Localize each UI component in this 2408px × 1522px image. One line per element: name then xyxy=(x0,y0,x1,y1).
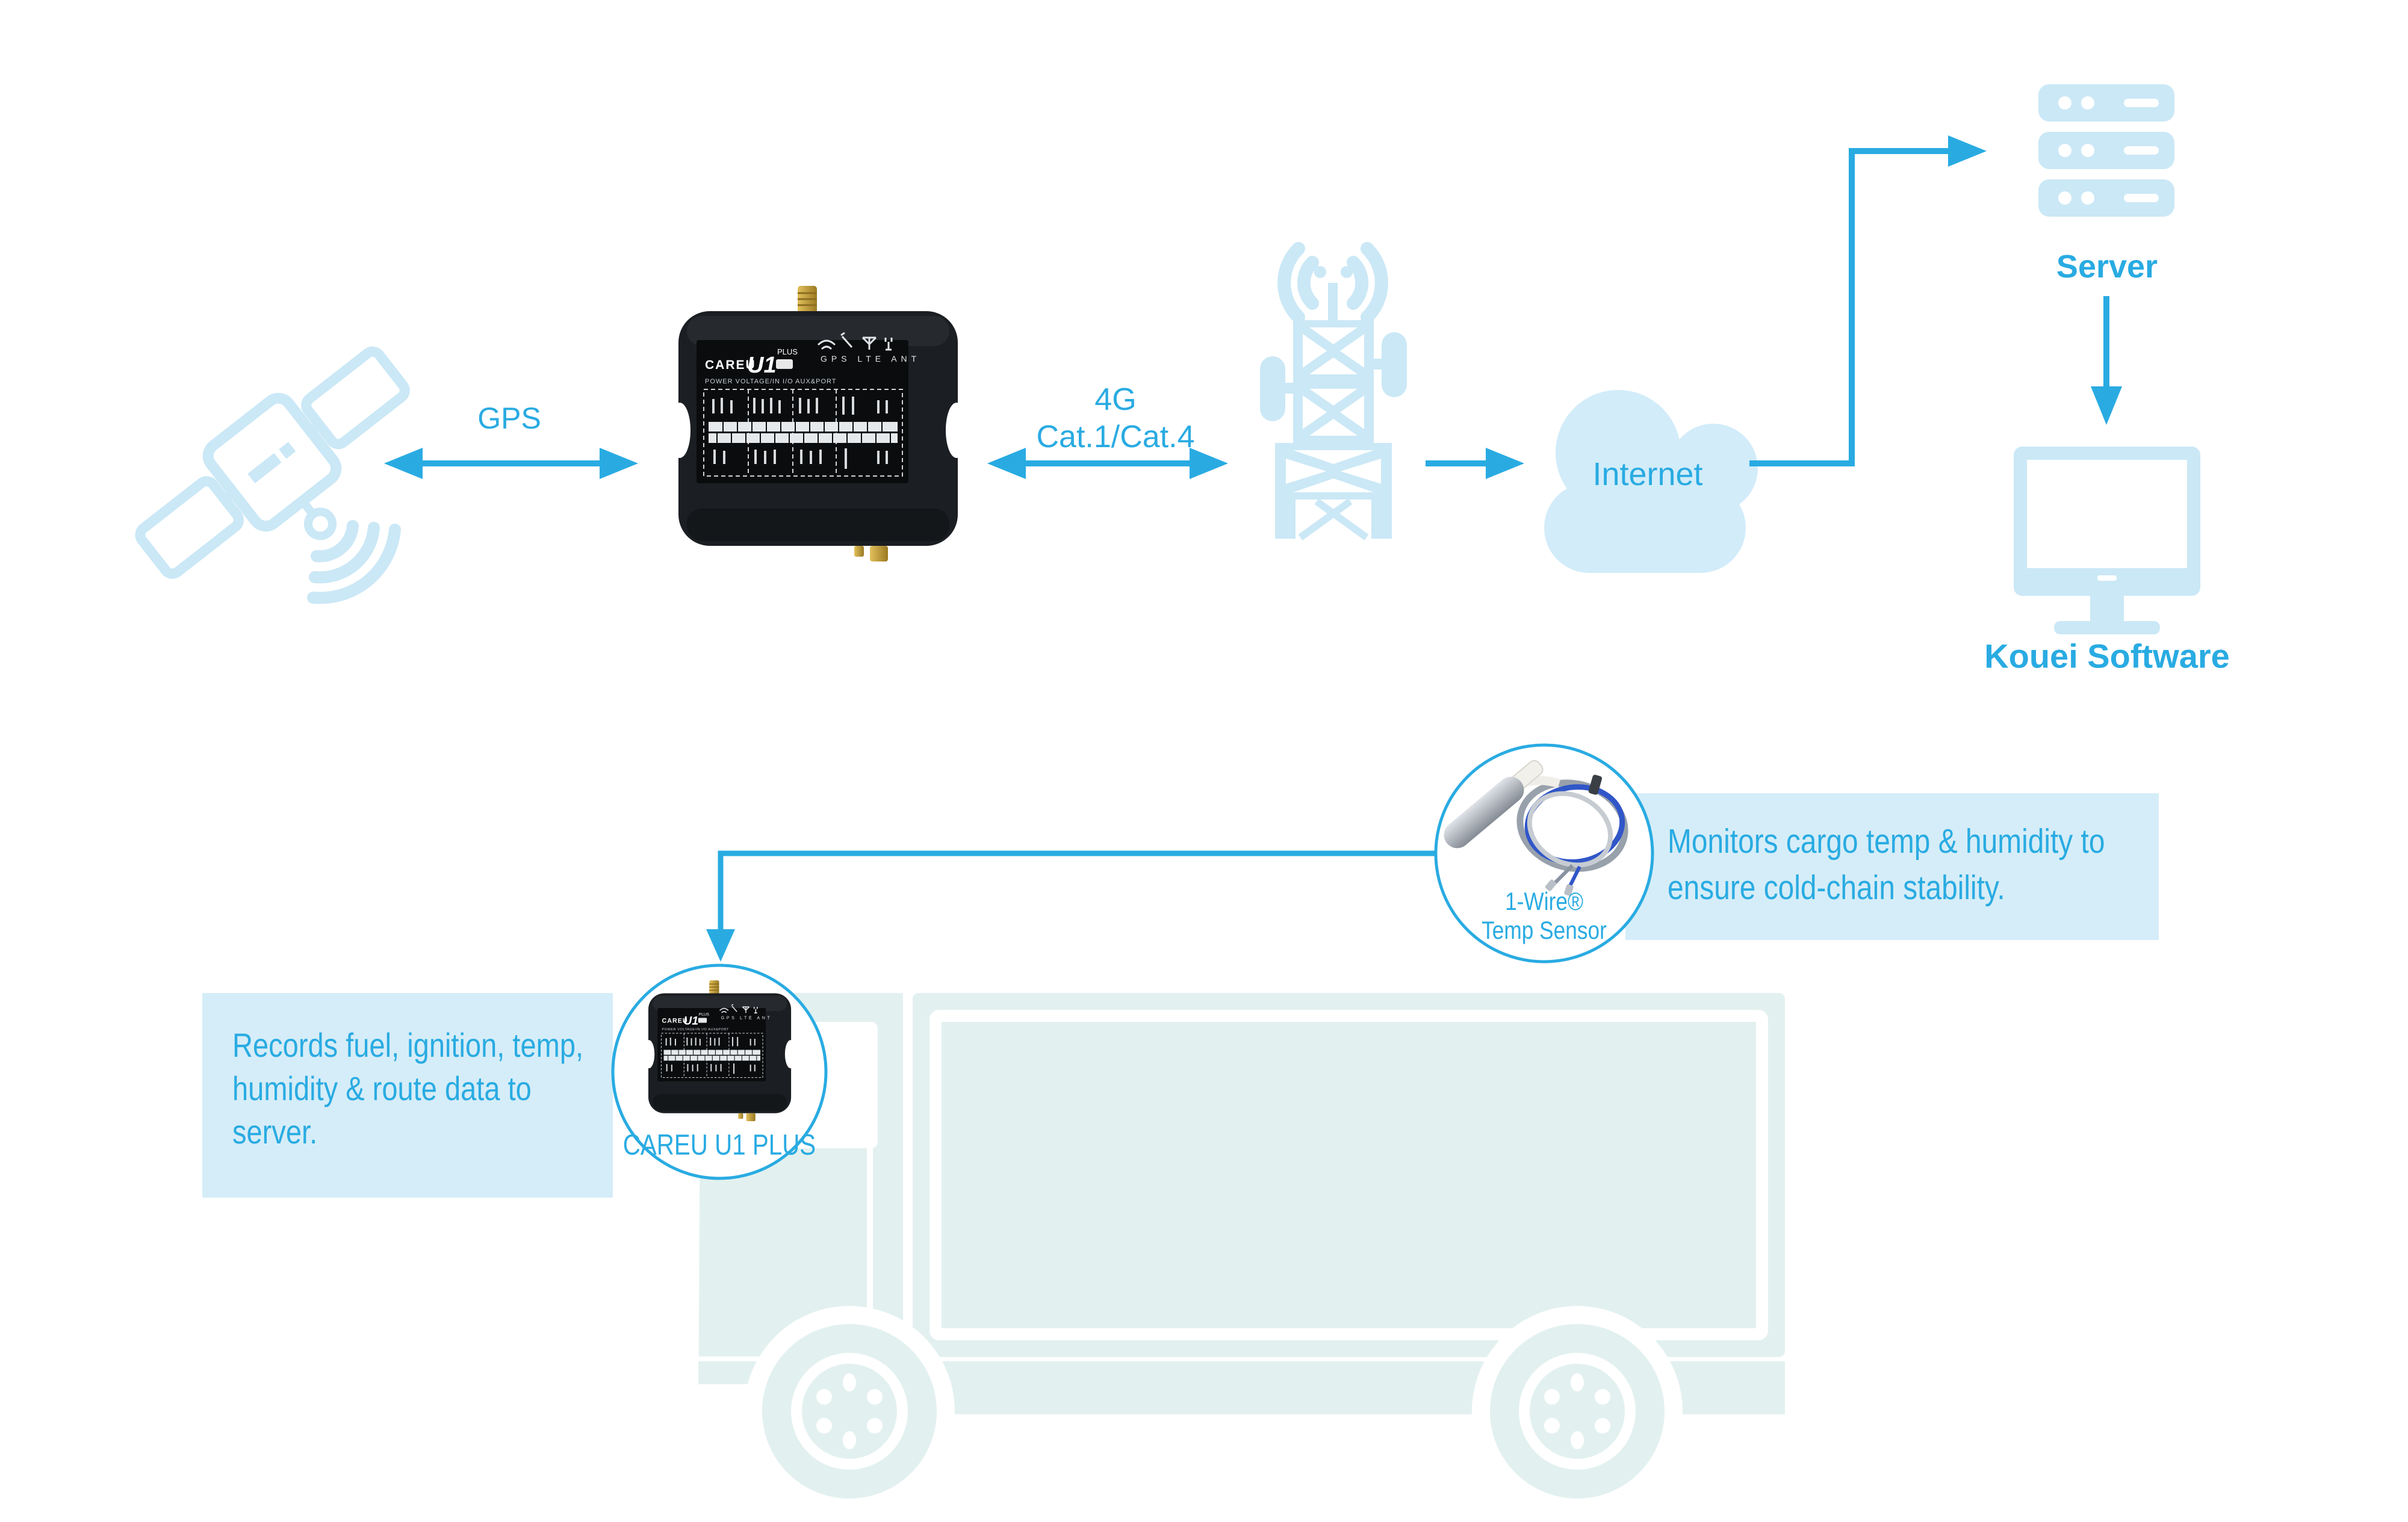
sensor-callout-text: Monitors cargo temp & humidity to ensure… xyxy=(1668,818,2105,911)
desktop-monitor-icon xyxy=(2014,447,2200,634)
satellite-icon xyxy=(135,346,410,604)
temp-sensor-circle xyxy=(1434,743,1654,964)
sensor-callout-line2: ensure cold-chain stability. xyxy=(1668,868,2005,907)
temp-sensor-photo xyxy=(1444,759,1628,896)
truck-cargo-box xyxy=(913,993,1785,1357)
lte-link-label-line2: Cat.1/Cat.4 xyxy=(1036,419,1195,454)
sensor-callout-box xyxy=(1625,793,2159,940)
sensor-circle-label-line1: 1-Wire® xyxy=(1505,887,1583,915)
internet-server-arrow xyxy=(1749,135,1987,466)
lte-link-label-line1: 4G xyxy=(1094,382,1137,417)
internet-cloud-icon xyxy=(1544,390,1758,573)
cell-tower-icon xyxy=(1260,242,1407,540)
tower-internet-arrow xyxy=(1426,448,1524,479)
server-icon xyxy=(2038,84,2174,217)
tracker-callout-line1: Records fuel, ignition, temp, xyxy=(232,1026,584,1064)
sensor-callout-line1: Monitors cargo temp & humidity to xyxy=(1668,822,2105,861)
tracker-callout-text: Records fuel, ignition, temp, humidity &… xyxy=(232,1024,583,1154)
tracker-callout-line3: server. xyxy=(232,1113,318,1151)
internet-label: Internet xyxy=(1592,456,1703,492)
tracker-callout-line2: humidity & route data to xyxy=(232,1069,532,1107)
tracker-circle-device-photo xyxy=(643,980,797,1122)
lte-arrow xyxy=(987,448,1228,479)
sensor-circle-label-line2: Temp Sensor xyxy=(1482,916,1607,944)
gps-device-photo xyxy=(668,285,969,563)
tracker-circle-label: CAREU U1 PLUS xyxy=(622,1129,816,1162)
gps-link-label: GPS xyxy=(477,401,541,435)
server-software-arrow xyxy=(2091,296,2122,425)
server-label: Server xyxy=(2056,249,2158,285)
truck-rear-wheel xyxy=(1490,1324,1665,1499)
truck-front-wheel xyxy=(762,1324,937,1499)
tracker-callout-box xyxy=(202,993,613,1198)
software-label: Kouei Software xyxy=(1984,637,2230,675)
truck-illustration xyxy=(680,993,1785,1517)
sensor-device-arrow xyxy=(706,850,1505,962)
gps-arrow xyxy=(384,448,638,479)
